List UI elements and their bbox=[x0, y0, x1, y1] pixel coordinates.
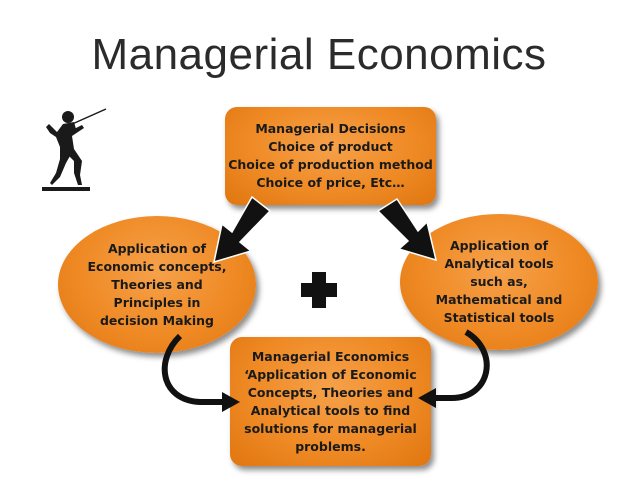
analytical-tools-oval: Application of Analytical tools such as,… bbox=[400, 214, 598, 350]
curved-arrow-left bbox=[161, 333, 240, 412]
analytical-tools-text: Application of Analytical tools such as,… bbox=[435, 238, 563, 325]
economic-concepts-text: Application of Economic concepts, Theori… bbox=[87, 240, 227, 328]
managerial-decisions-box: Managerial Decisions Choice of product C… bbox=[225, 107, 436, 205]
curved-arrow-right bbox=[418, 329, 490, 408]
managerial-economics-text: Managerial Economics ‘Application of Eco… bbox=[244, 348, 417, 454]
managerial-decisions-text: Managerial Decisions Choice of product C… bbox=[228, 121, 433, 190]
managerial-economics-box: Managerial Economics ‘Application of Eco… bbox=[230, 337, 431, 466]
plus-icon bbox=[301, 272, 337, 308]
arrow-down-right bbox=[376, 197, 438, 262]
page-title: Managerial Economics bbox=[91, 30, 547, 79]
fencer-icon bbox=[42, 108, 107, 191]
arrow-down-left bbox=[213, 195, 272, 264]
economic-concepts-oval: Application of Economic concepts, Theori… bbox=[58, 216, 256, 353]
